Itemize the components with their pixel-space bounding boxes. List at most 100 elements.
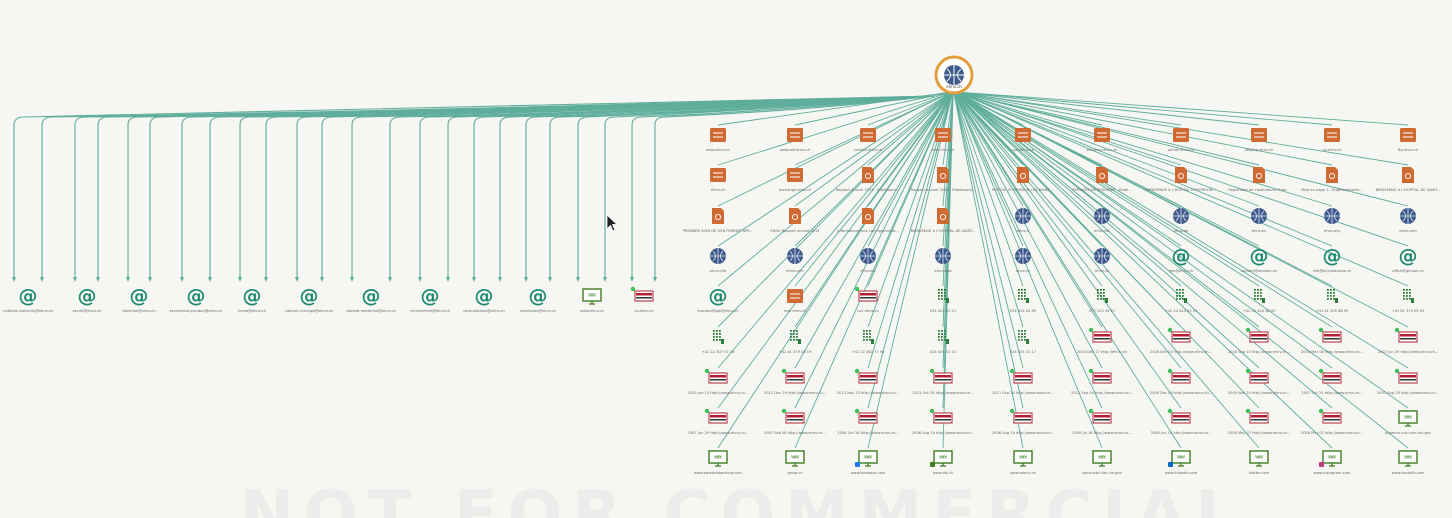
graph-node-hosting[interactable]: www.ehnv.ch xyxy=(706,128,730,152)
graph-node-archive[interactable]: 2007 Oct 25 http://www.ehnv.ch... xyxy=(1301,368,1363,395)
graph-node-domain[interactable]: ehnv.fr xyxy=(1015,208,1031,233)
graph-node-email[interactable]: @nathalie.vuillemin@ehnv.ch xyxy=(3,285,53,313)
graph-node-hosting[interactable]: ftp.ehnv.ch xyxy=(1398,128,1418,152)
graph-node-domain[interactable]: ehnv.com xyxy=(786,248,804,273)
graph-node-archive[interactable]: 2009 Dec 03 http://www.ehnv.ch... xyxy=(1150,368,1212,395)
graph-node-archive[interactable]: 2007 Jun 29 http://www.ehnv.ch... xyxy=(688,408,749,435)
graph-node-domain[interactable]: ehnv.us xyxy=(1094,248,1110,273)
graph-node-document[interactable]: BIENVENUE A L'HOPITAL D'YVERDON... xyxy=(1146,167,1216,192)
graph-node-document[interactable]: Rapport annuel 2016 - Etablissem... xyxy=(911,167,976,192)
graph-node-hosting[interactable]: staging.ehnv.ch xyxy=(1245,128,1273,152)
graph-node-phone[interactable]: +41 24 424 42 12 xyxy=(1165,289,1198,313)
graph-node-email[interactable]: @consultations@ehnv.ch xyxy=(463,285,505,313)
graph-node-archive[interactable]: 2015 Jun 29 http://www.ehnv.ch... xyxy=(1378,327,1439,354)
graph-node-phone[interactable]: +41 61 205 88 90 xyxy=(1316,289,1349,313)
graph-node-domain[interactable]: ehnv.biz xyxy=(860,248,876,273)
graph-node-hosting[interactable]: vpn.ehnv.ch xyxy=(1012,128,1034,152)
graph-node-archive[interactable]: 2011 Oct 26 http://www.ehnv.ch... xyxy=(912,368,974,395)
graph-node-email[interactable]: @secretariat.yverdon@ehnv.ch xyxy=(170,285,223,313)
graph-node-archive[interactable]: 2006 Mar 02 http://www.ehnv.ch... xyxy=(1301,408,1363,435)
graph-node-domain[interactable]: ehnv.info xyxy=(710,248,727,273)
graph-node-phone[interactable]: 024 424 41 21 xyxy=(930,289,956,313)
graph-node-archive[interactable]: 2006 May 07 http://www.ehnv.ch... xyxy=(1228,408,1291,435)
graph-node-phone[interactable]: +41 61 379 05 05 xyxy=(1392,289,1425,313)
graph-node-phone[interactable]: 024 424 41 17 xyxy=(1010,330,1036,354)
graph-node-phone[interactable]: +41 22 307 07 10 xyxy=(702,330,735,354)
graph-node-email[interactable]: @cabinet.medecine@ehnv.ch xyxy=(346,285,396,313)
graph-node-email[interactable]: @recrutement@ehnv.ch xyxy=(410,285,450,313)
graph-node-archive[interactable]: 2016 Mar 08 http://www.ehnv.ch... xyxy=(1301,327,1363,354)
graph-node-phone[interactable]: +41 61 379 05 19 xyxy=(779,330,812,354)
graph-node-document[interactable]: Reglement de candidature Proje... xyxy=(1228,167,1290,192)
graph-node-hosting[interactable]: extranet.ehnv.ch xyxy=(1087,128,1117,152)
graph-node-archive[interactable]: 2006 Jun 10 http://www.ehnv.ch... xyxy=(1151,408,1212,435)
graph-node-hosting[interactable]: portail.ehnv.ch xyxy=(1168,128,1195,152)
graph-node-hosting[interactable]: mail.ehnv.ch xyxy=(932,128,955,152)
graph-node-email[interactable]: @brouwer@gw@ehnv.ch xyxy=(697,285,738,313)
graph-node-document[interactable]: PRENDRE SOIN DE SON PERINEE APR... xyxy=(683,208,753,233)
graph-node-document[interactable]: HOPITAL D'YVERDON-LES-BAINS ... xyxy=(992,167,1054,192)
graph-node-archive[interactable]: 2006 Aug 19 http://www.ehnv.ch... xyxy=(992,408,1054,435)
graph-node-domain[interactable]: ehnv.cn xyxy=(1015,248,1031,273)
graph-node-archive[interactable]: 2007 Aug 23 http://www.ehnv.ch... xyxy=(1377,368,1439,395)
graph-node-hosting[interactable]: ehnv.ch xyxy=(710,168,726,192)
graph-node-archive[interactable]: cv.ehnv.ch xyxy=(630,286,654,313)
graph-node-archive[interactable]: 2006 Oct 18 http://www.ehnv.ch... xyxy=(837,408,899,435)
graph-node-hosting[interactable]: webmail.ehnv.ch xyxy=(780,128,810,152)
graph-node-email[interactable]: @cabinet.chirurgie@ehnv.ch xyxy=(285,285,333,313)
graph-node-document[interactable]: Mise en page 1 - Etablissements... xyxy=(1301,167,1363,192)
graph-node-hosting[interactable]: remote.ehnv.ch xyxy=(854,128,882,152)
graph-node-email[interactable]: @admission@ehnv.ch xyxy=(520,285,556,313)
graph-node-hosting[interactable]: ns.ehnv.ch xyxy=(1322,128,1342,152)
graph-node-archive[interactable]: 2011 Sep 04 http://www.ehnv.ch... xyxy=(1071,368,1133,395)
graph-node-phone[interactable]: +41 22 362 77 96 xyxy=(852,330,885,354)
graph-node-domain[interactable]: ehnv.eu xyxy=(1251,208,1267,233)
graph-node-hosting[interactable]: exchange.ehnv.ch xyxy=(779,168,812,192)
graph-node-archive[interactable]: 2009 Nov 24 http://www.ehnv.ch... xyxy=(1228,368,1290,395)
graph-node-archive[interactable]: 2007 Feb 08 http://www.ehnv.ch... xyxy=(764,408,826,435)
graph-node-document[interactable]: BIENVENUE A L'HOPITAL DE SAINT... xyxy=(911,208,976,233)
graph-node-domain[interactable]: ehnv.net xyxy=(1094,208,1110,233)
graph-node-email[interactable]: @info@ehnv.ch xyxy=(1169,245,1193,273)
graph-node-phone[interactable]: +41 24 424 48 90 xyxy=(1243,289,1276,313)
graph-node-archive[interactable]: 2016 Dec 03 http://www.ehnv.ch... xyxy=(1150,327,1212,354)
graph-node-archive[interactable]: 2006 Jul 18 http://www.ehnv.ch... xyxy=(1072,408,1132,435)
graph-node-document[interactable]: BIENVENUE A L'HOPITAL DE SAINT... xyxy=(1376,167,1441,192)
graph-node-hosting[interactable]: mail.ehnv.ch xyxy=(784,289,807,313)
graph-node-archive[interactable]: 2015 Jun 13 http://www.ehnv.ch... xyxy=(688,368,749,395)
root-node[interactable]: ehnv.ch xyxy=(934,55,974,95)
graph-node-archive[interactable]: 2011 Nov 23 http://www.ehnv.ch... xyxy=(837,368,899,395)
graph-node-email[interactable]: @secret@ehnv.ch xyxy=(73,285,102,313)
graph-node-archive[interactable]: 2016 Dec 17 http://ehnv.ch/ xyxy=(1077,327,1128,354)
graph-node-document[interactable]: SERVICES DE PEDIATRIE - Etabl... xyxy=(1072,167,1132,192)
graph-node-domain[interactable]: ehnv.asia xyxy=(934,248,952,273)
graph-node-archive[interactable]: ns2.ehnv.ch xyxy=(854,286,879,313)
graph-node-domain[interactable]: ehnv.org xyxy=(1324,208,1340,233)
graph-node-document[interactable]: EHNV Rapport annuel 2014 xyxy=(770,208,820,233)
graph-node-email[interactable]: @hema@ehnv.ch xyxy=(238,285,266,313)
graph-node-document[interactable]: Rapport annuel 2015 - Etablissem... xyxy=(836,167,901,192)
graph-node-document[interactable]: Informations aux Laryngectomis... xyxy=(837,208,899,233)
graph-node-email[interactable]: @direction@ehnv.ch xyxy=(122,285,155,313)
graph-node-email[interactable]: @info@physiosuisse.ch xyxy=(1313,245,1352,273)
graph-node-archive[interactable]: 2011 Sep 24 http://www.ehnv.ch... xyxy=(992,368,1054,395)
graph-canvas[interactable]: @nathalie.vuillemin@ehnv.ch @secret@ehnv.… xyxy=(0,0,1452,505)
graph-node-domain[interactable]: ehnv.de xyxy=(1173,208,1189,233)
graph-node-archive[interactable]: 2016 Sep 14 http://www.ehnv.ch... xyxy=(1228,327,1290,354)
graph-node-domain[interactable]: ehnv.com xyxy=(1399,208,1417,233)
graph-node-archive[interactable]: 2006 Aug 19 http://www.ehnv.ch... xyxy=(912,408,974,435)
graph-node-email[interactable]: @office@groupe.ch xyxy=(1392,245,1424,273)
graph-node-phone[interactable]: 024 424 41 10 xyxy=(930,330,957,354)
